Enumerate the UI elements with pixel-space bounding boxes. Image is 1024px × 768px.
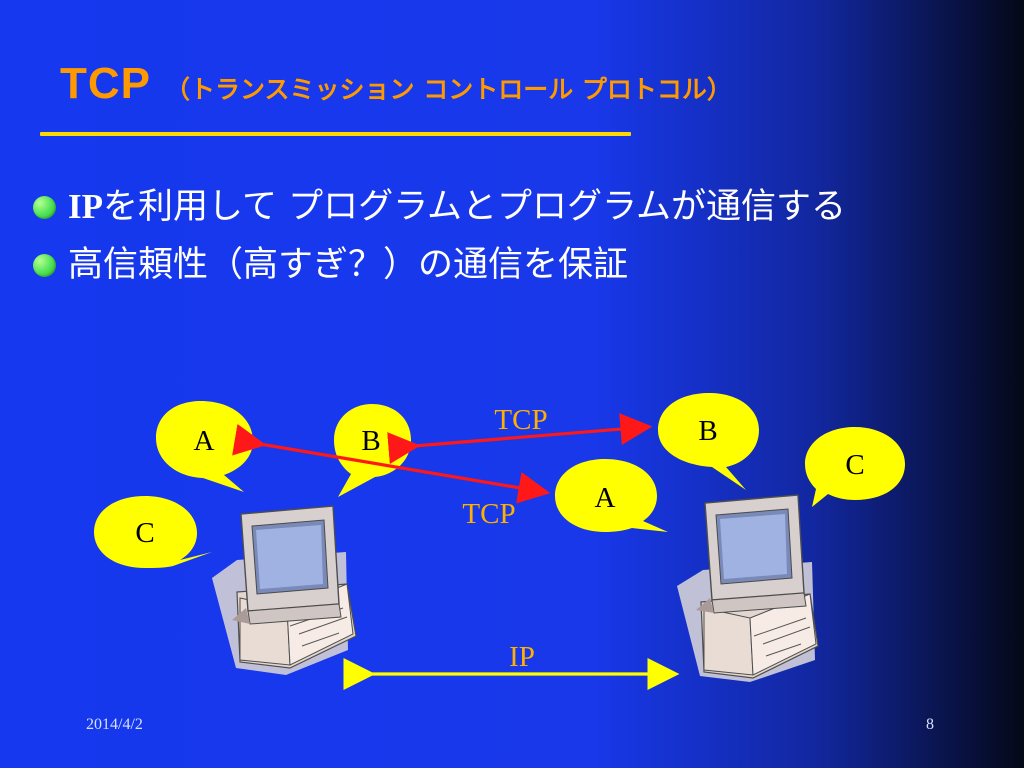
bullet-text-2: 高信頼性（高すぎ？）の通信を保証 [68, 244, 629, 285]
title-subtitle: （トランスミッション コントロール プロトコル） [165, 75, 732, 104]
footer-page-number: 8 [926, 716, 934, 733]
round-bullet-icon [33, 253, 56, 277]
speech-bubble-left-a: A [156, 401, 253, 492]
title-main: TCP [60, 59, 151, 108]
ip-label: IP [509, 641, 535, 673]
left-bubble-c-label: C [135, 517, 154, 549]
speech-bubble-right-b: B [658, 393, 759, 490]
tcp-label-top: TCP [494, 404, 547, 436]
right-bubble-a-label: A [595, 482, 616, 514]
speech-bubble-right-c: C [805, 427, 905, 507]
bullet-text-1-rest: を利用して プログラムとプログラムが通信する [103, 187, 846, 227]
slide-title: TCP （トランスミッション コントロール プロトコル） [60, 62, 732, 106]
right-computer-icon [677, 494, 819, 682]
tcp-connection-a-arrow [232, 423, 551, 504]
bullet-item-2: 高信頼性（高すぎ？）の通信を保証 [33, 236, 846, 294]
left-computer-icon [212, 505, 357, 675]
bullet-text-1: IPを利用して プログラムとプログラムが通信する [68, 189, 846, 225]
left-bubble-a-label: A [194, 425, 215, 457]
bullet-ip-label: IP [68, 187, 103, 226]
title-underline [40, 132, 631, 136]
bullet-list: IPを利用して プログラムとプログラムが通信する 高信頼性（高すぎ？）の通信を保… [33, 178, 846, 294]
round-bullet-icon [33, 195, 56, 219]
speech-bubble-left-b: B [334, 404, 411, 497]
footer-date: 2014/4/2 [86, 716, 143, 733]
speech-bubble-left-c: C [94, 496, 212, 568]
right-bubble-b-label: B [698, 415, 717, 447]
bullet-item-1: IPを利用して プログラムとプログラムが通信する [33, 178, 846, 236]
left-bubble-b-label: B [361, 425, 380, 457]
right-bubble-c-label: C [845, 449, 864, 481]
speech-bubble-right-a: A [555, 459, 668, 532]
tcp-label-bottom: TCP [462, 498, 515, 530]
